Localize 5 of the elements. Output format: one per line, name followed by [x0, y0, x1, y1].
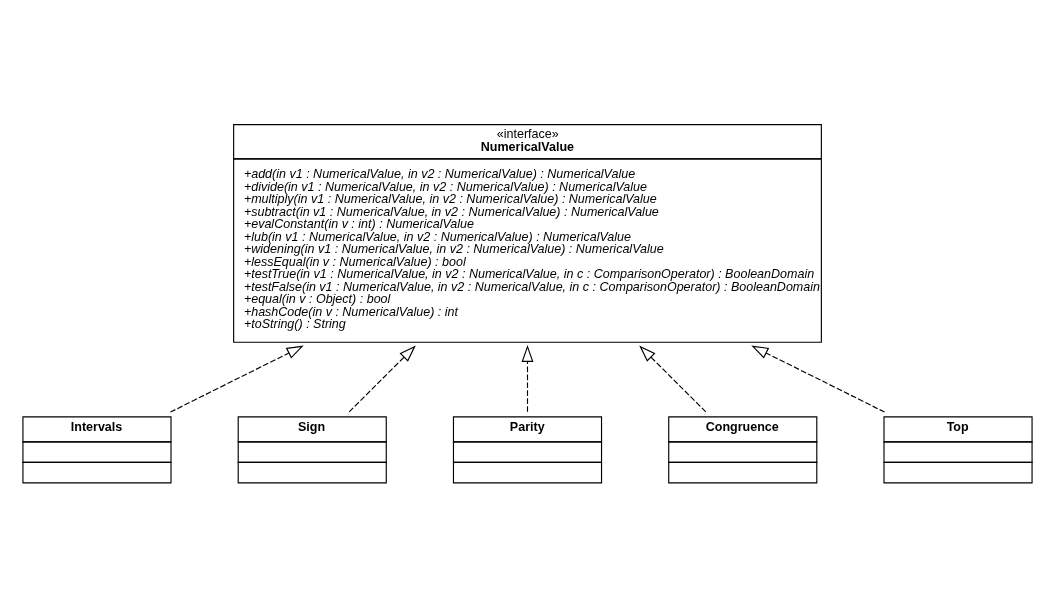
arrow	[751, 345, 886, 413]
arrow	[348, 344, 416, 412]
arrow	[639, 344, 707, 412]
arrow	[521, 344, 534, 412]
arrow	[169, 345, 304, 413]
